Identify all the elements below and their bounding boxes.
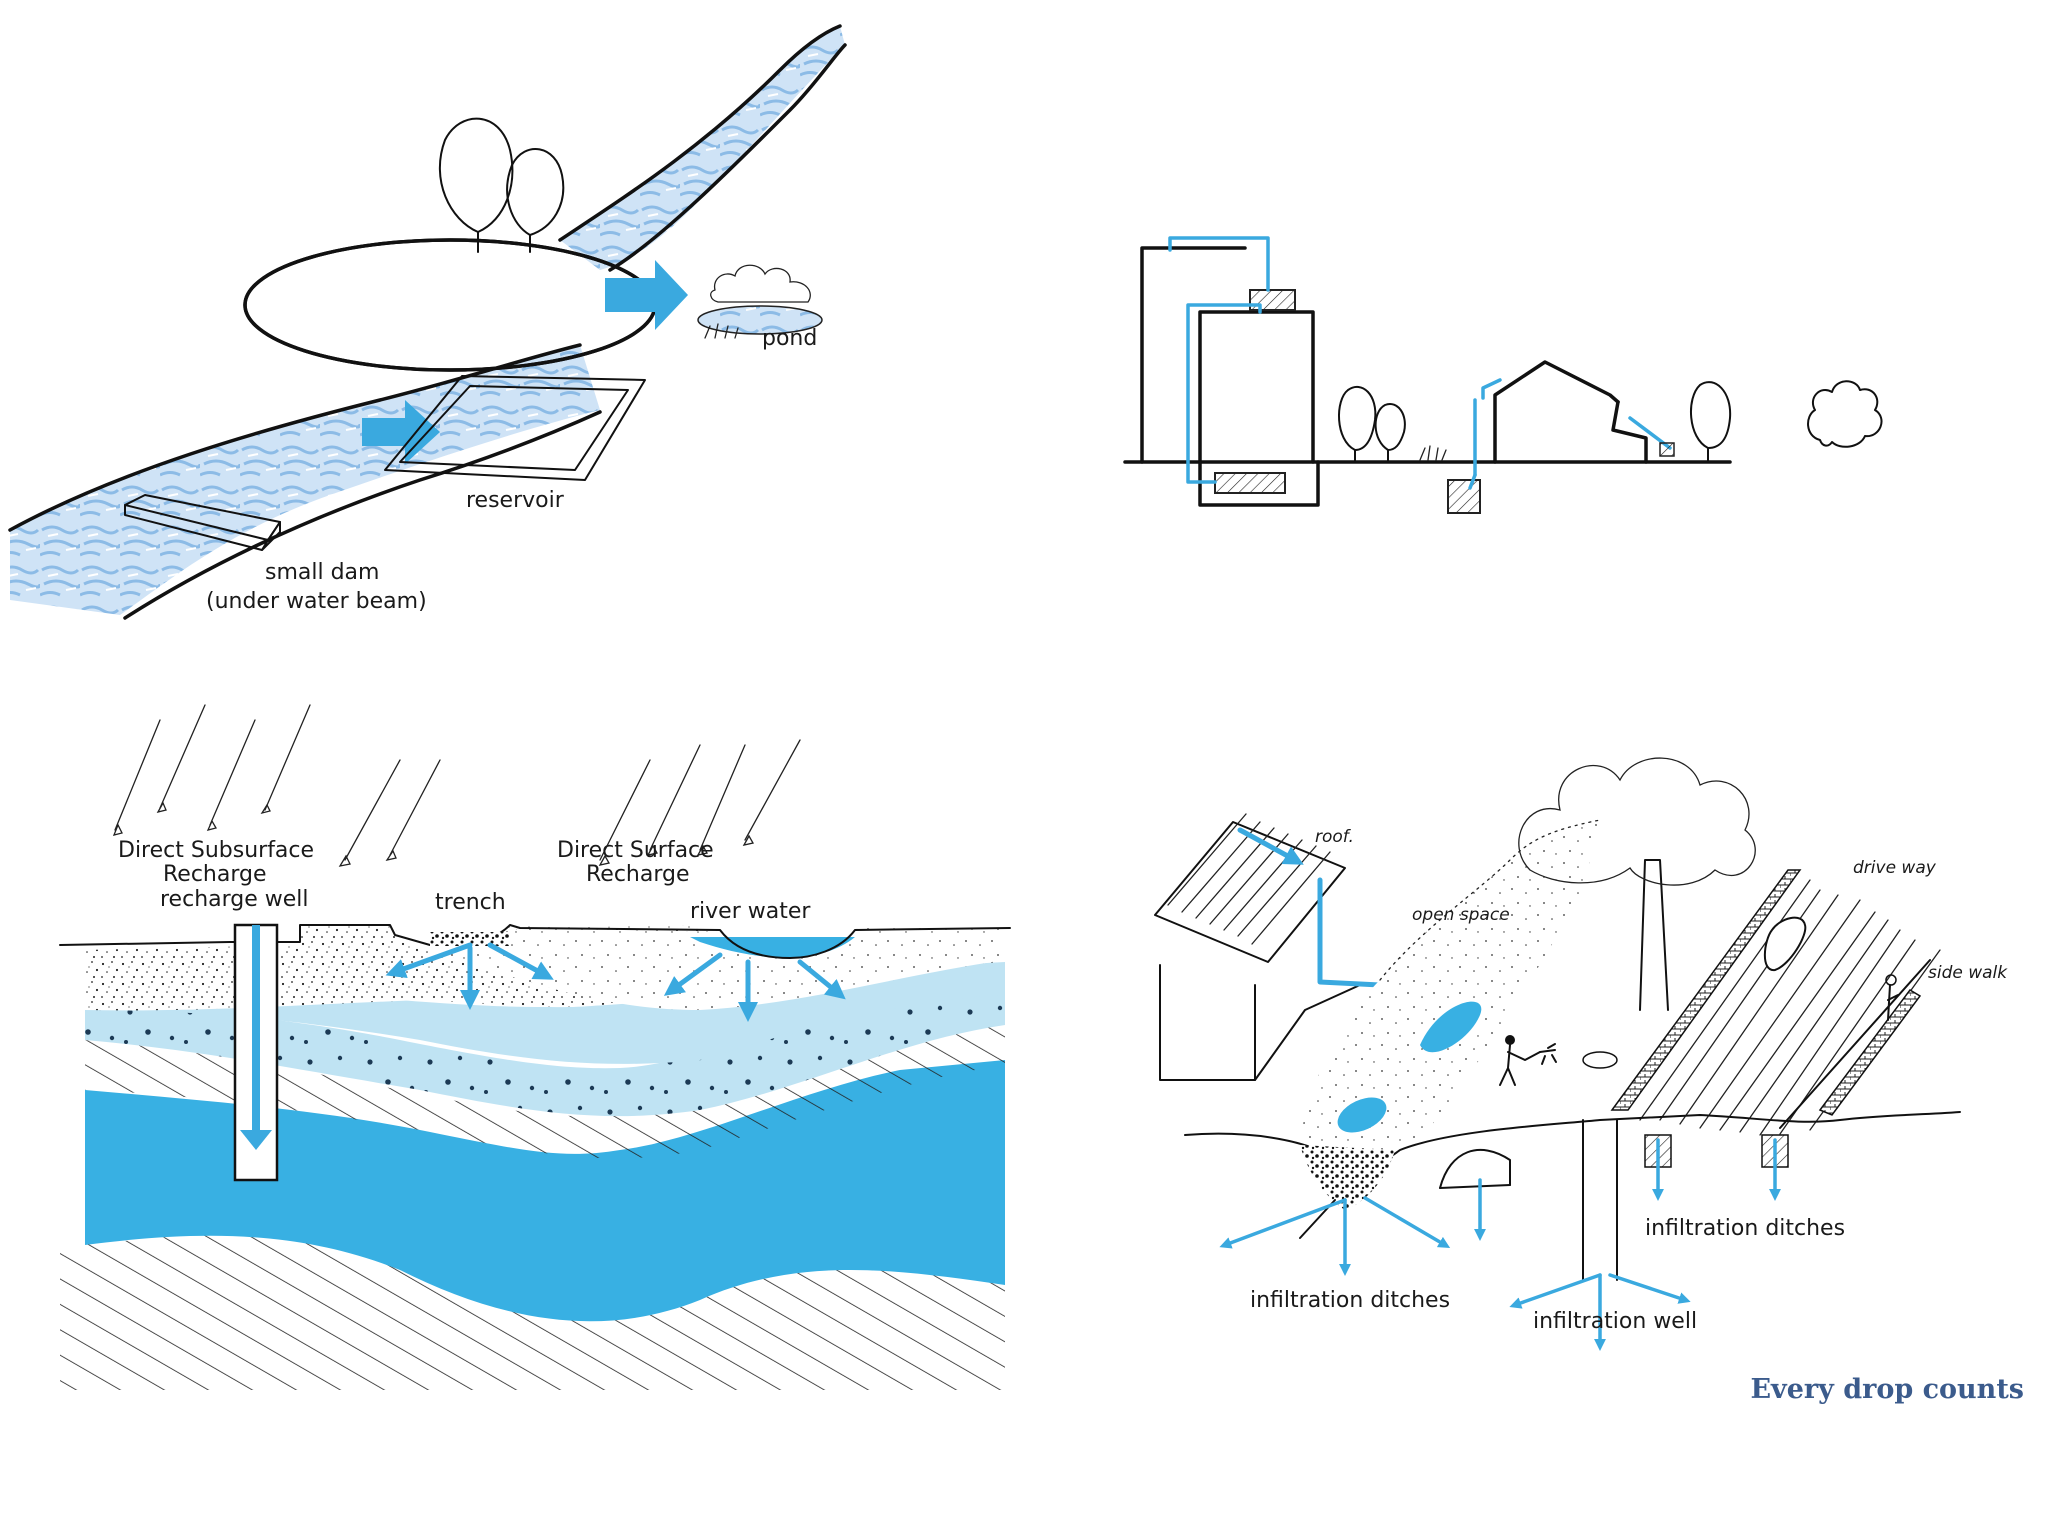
subsurface-label-line1: Direct Subsurface [118,838,314,863]
small-dam [124,494,281,551]
roof-label: roof. [1315,827,1354,847]
dam-label-line2: (under water beam) [206,589,427,614]
road [1610,869,1941,1136]
surface-label-line2: Recharge [586,862,690,887]
underground-tank [1447,479,1481,514]
river-water-label: river water [690,899,811,924]
arrow-to-pond [605,260,688,330]
recharge-arrows [385,942,846,1022]
pond-label: pond [762,326,817,351]
big-tree [1518,757,1756,1011]
arrow-to-reservoir [362,400,440,464]
upper-stream [560,26,845,270]
tagline: Every drop counts [1750,1374,2024,1405]
drive-way-label: drive way [1853,858,1937,878]
reservoir [384,375,646,481]
rain [112,704,801,867]
trees [438,117,565,253]
open-space-label: open space [1412,905,1510,925]
roof-tank [1249,289,1296,311]
person-walking-dog [1499,1035,1557,1086]
recharge-well-label: recharge well [160,887,309,912]
pond [697,264,823,339]
river [10,345,600,615]
house-roof [1154,813,1361,1081]
dam-label-line1: small dam [265,560,379,585]
well-arrows [1509,1273,1691,1351]
surface-label-line1: Direct Surface [557,838,714,863]
side-walk-label: side walk [1928,963,2008,983]
recharge-panel: Direct Subsurface Recharge recharge well… [59,704,1011,1390]
ditches-left-label: infiltration ditches [1250,1288,1450,1313]
subsurface-label-line2: Recharge [163,862,267,887]
house [1493,360,1620,464]
infiltration-panel: roof. open space drive way [1154,757,2008,1351]
trench-label: trench [435,890,506,915]
reservoir-panel: pond reservoir small dam (under water be… [8,24,847,620]
reservoir-label: reservoir [466,488,565,513]
street-trees [1337,380,1883,463]
ditch-arrows-left [1219,1196,1451,1276]
tall-building [1140,246,1247,464]
building-panel [1123,236,1883,514]
infiltration-well-label: infiltration well [1533,1309,1697,1334]
ditches-right-label: infiltration ditches [1645,1216,1845,1241]
